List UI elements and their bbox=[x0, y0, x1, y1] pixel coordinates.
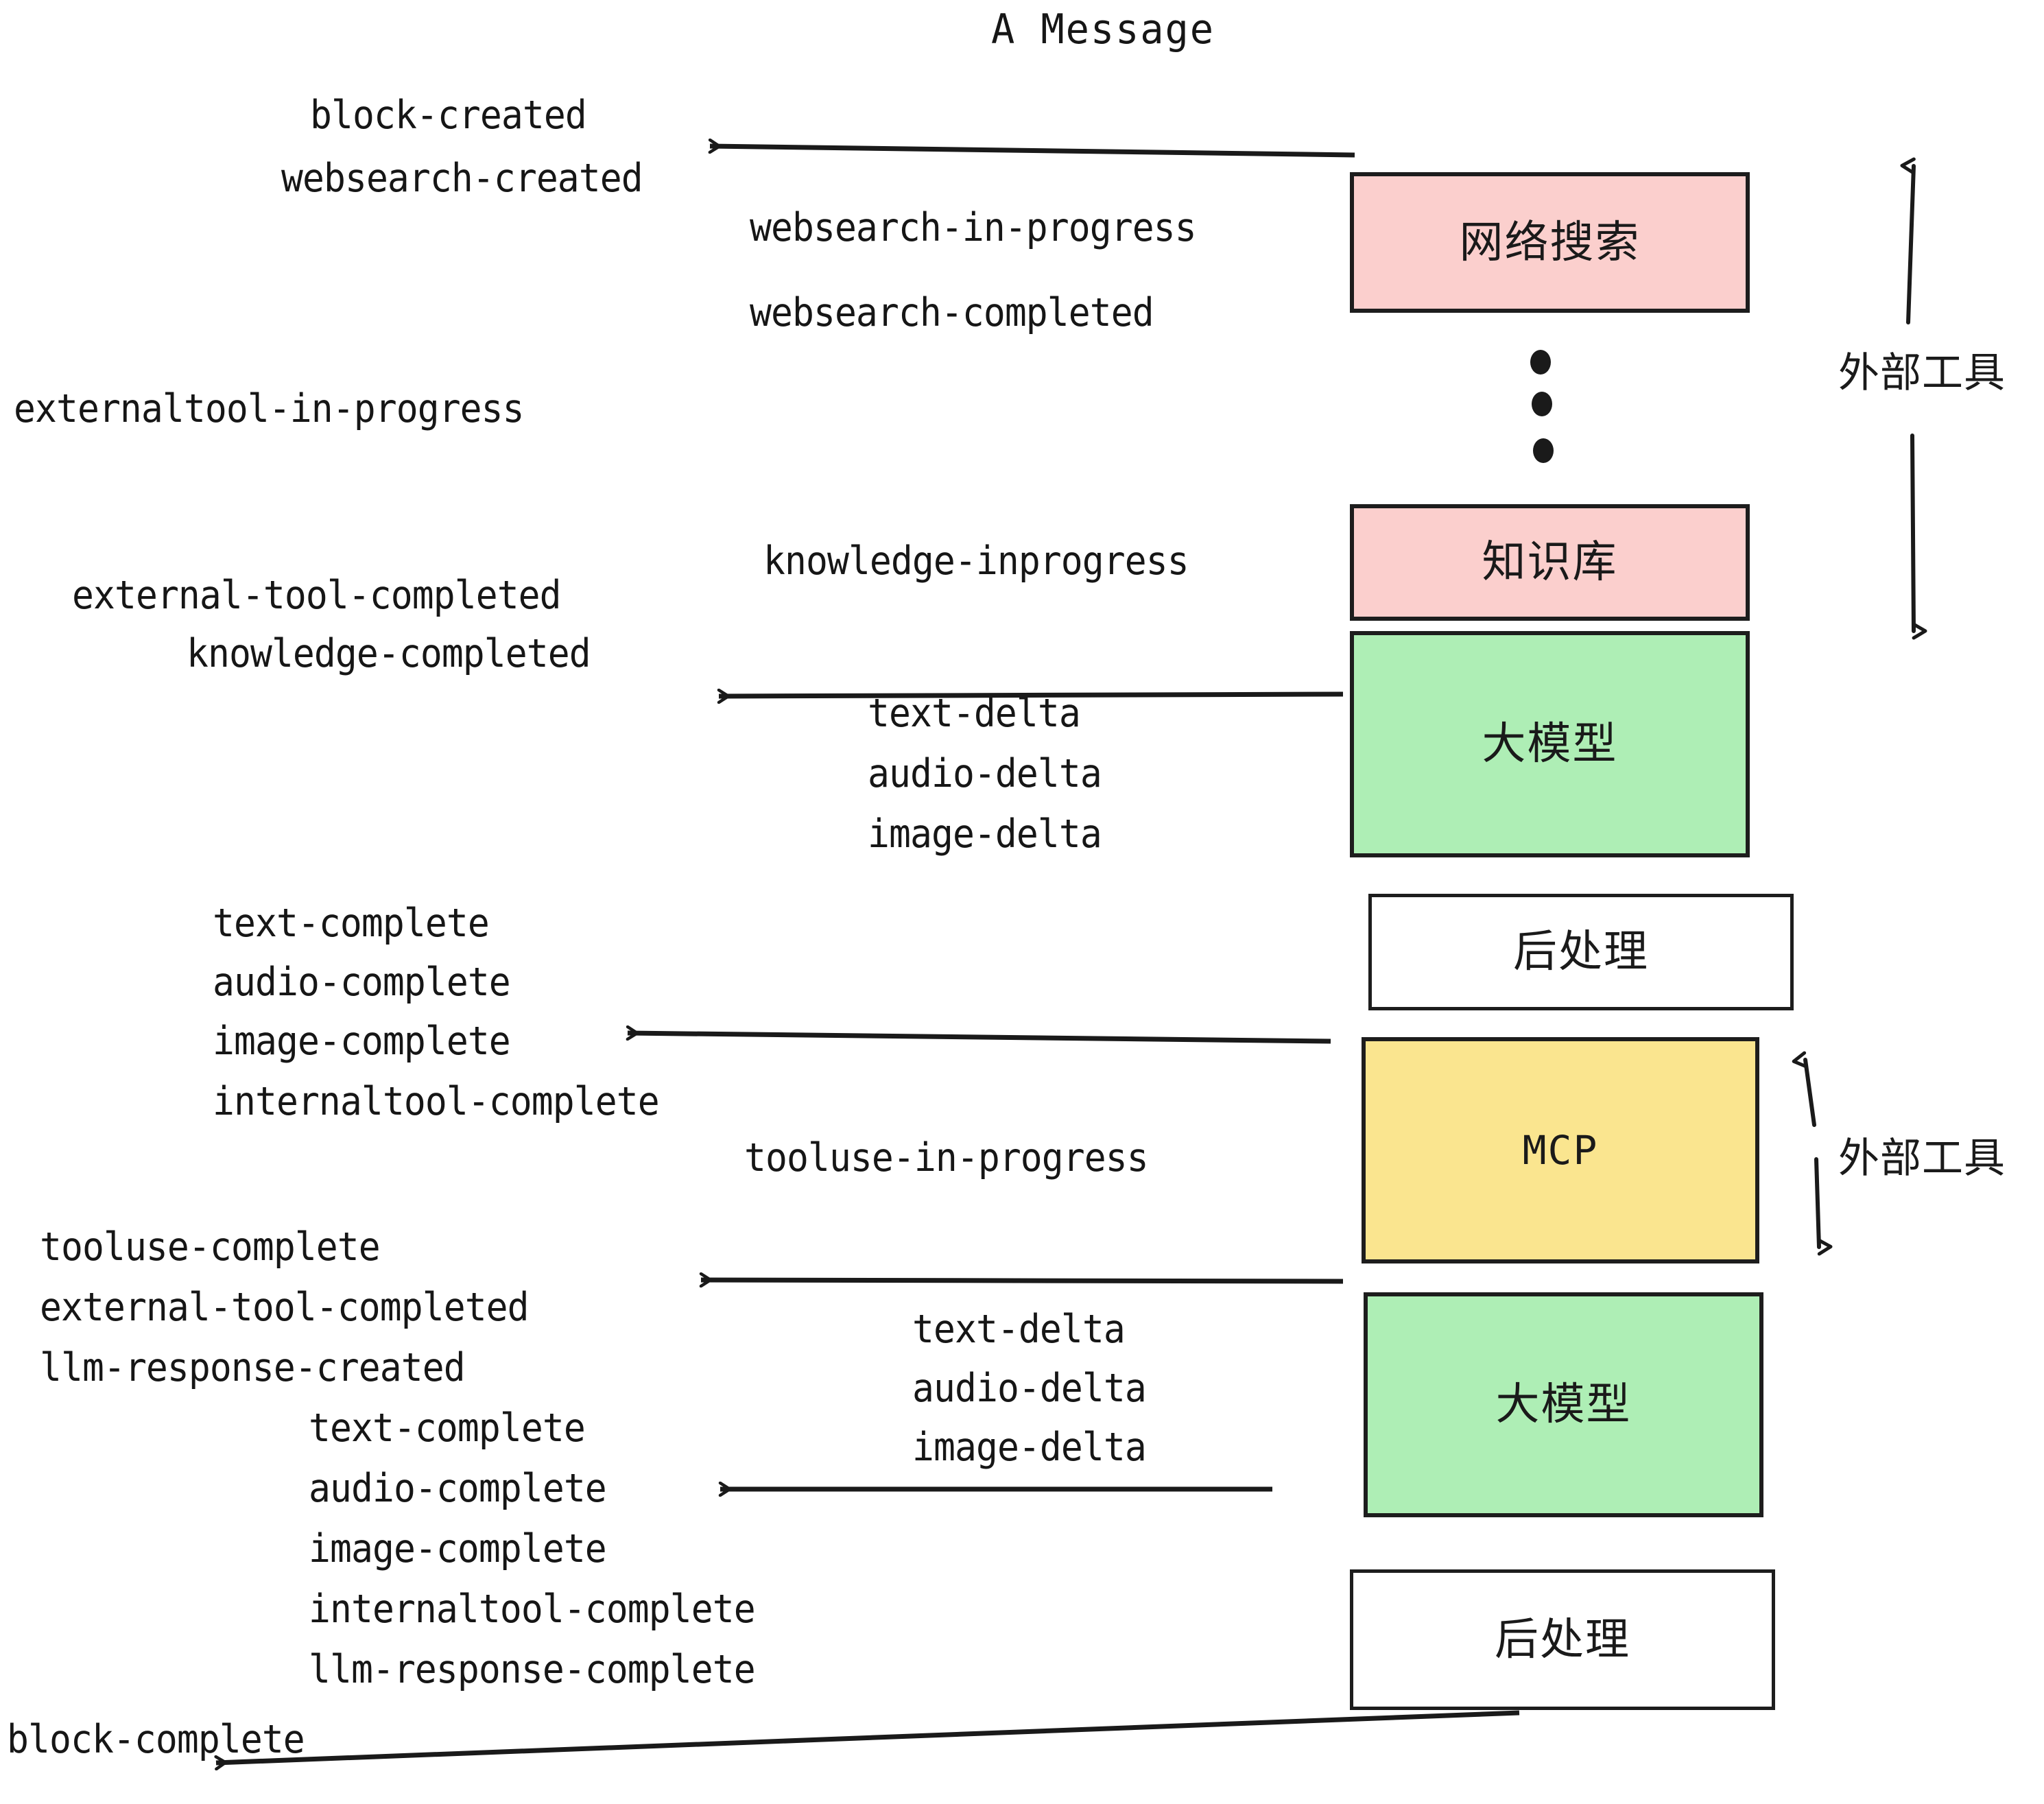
node-box-knowledge[interactable]: 知识库 bbox=[1350, 504, 1750, 621]
event-label-image-delta-2: image-delta bbox=[912, 1425, 1147, 1470]
event-label-tooluse-in-progress: tooluse-in-progress bbox=[744, 1135, 1149, 1180]
arrow-external-tools-bottom-up bbox=[1792, 1051, 1816, 1127]
node-box-websearch[interactable]: 网络搜索 bbox=[1350, 172, 1750, 313]
node-label-websearch: 网络搜索 bbox=[1459, 217, 1641, 268]
node-label-post-bottom: 后处理 bbox=[1495, 1614, 1630, 1665]
node-box-mcp[interactable]: MCP bbox=[1362, 1037, 1759, 1263]
event-label-internaltool-complete-2: internaltool-complete bbox=[309, 1587, 756, 1632]
node-box-llm-top[interactable]: 大模型 bbox=[1350, 631, 1750, 857]
event-label-knowledge-completed: knowledge-completed bbox=[187, 631, 591, 676]
event-label-tooluse-complete: tooluse-complete bbox=[40, 1224, 381, 1270]
event-label-text-complete-2: text-complete bbox=[309, 1405, 586, 1451]
event-label-external-tool-completed: external-tool-completed bbox=[72, 573, 562, 618]
event-label-internaltool-complete-1: internaltool-complete bbox=[213, 1079, 660, 1124]
event-label-image-complete-2: image-complete bbox=[309, 1526, 607, 1571]
event-label-text-delta-2: text-delta bbox=[912, 1307, 1126, 1352]
event-label-knowledge-inprogress: knowledge-inprogress bbox=[763, 538, 1189, 584]
event-label-image-delta-1: image-delta bbox=[868, 811, 1102, 857]
event-label-externaltool-in-progress: externaltool-in-progress bbox=[14, 386, 525, 431]
node-box-llm-bottom[interactable]: 大模型 bbox=[1364, 1292, 1763, 1517]
event-label-llm-response-complete: llm-response-complete bbox=[309, 1647, 756, 1692]
event-label-text-delta-1: text-delta bbox=[868, 691, 1081, 736]
arrow-tooluse-complete bbox=[701, 1280, 1344, 1281]
arrow-external-tools-top-down bbox=[1910, 434, 1927, 640]
event-label-image-complete-1: image-complete bbox=[213, 1019, 511, 1064]
event-label-block-created: block-created bbox=[310, 93, 587, 138]
arrow-image-complete bbox=[628, 1033, 1331, 1044]
node-label-knowledge: 知识库 bbox=[1482, 537, 1618, 588]
event-label-llm-response-created: llm-response-created bbox=[40, 1345, 466, 1390]
arrow-external-tools-bottom-down bbox=[1814, 1157, 1833, 1256]
node-label-llm-bottom: 大模型 bbox=[1495, 1379, 1632, 1430]
event-label-audio-delta-2: audio-delta bbox=[912, 1366, 1147, 1411]
group-label-external-tools-top: 外部工具 bbox=[1838, 349, 2006, 397]
node-box-post-top[interactable]: 后处理 bbox=[1368, 894, 1794, 1010]
event-label-block-complete: block-complete bbox=[7, 1717, 305, 1762]
event-label-websearch-in-progress: websearch-in-progress bbox=[750, 205, 1197, 250]
arrow-block-complete bbox=[216, 1710, 1520, 1763]
vertical-ellipsis bbox=[1530, 350, 1554, 463]
arrow-external-tools-top-up bbox=[1900, 157, 1916, 324]
node-label-mcp: MCP bbox=[1522, 1127, 1599, 1174]
node-label-post-top: 后处理 bbox=[1513, 927, 1649, 977]
event-label-websearch-completed: websearch-completed bbox=[750, 290, 1154, 335]
event-label-websearch-created: websearch-created bbox=[281, 156, 643, 201]
event-label-audio-complete-2: audio-complete bbox=[309, 1466, 607, 1511]
event-label-audio-delta-1: audio-delta bbox=[868, 751, 1102, 796]
page-title: A Message bbox=[991, 5, 1215, 54]
node-box-post-bottom[interactable]: 后处理 bbox=[1350, 1569, 1775, 1710]
arrow-websearch-created bbox=[710, 146, 1355, 158]
event-label-audio-complete-1: audio-complete bbox=[213, 960, 511, 1005]
node-label-llm-top: 大模型 bbox=[1482, 719, 1618, 770]
event-label-text-complete-1: text-complete bbox=[213, 901, 490, 946]
event-label-external-tool-completed-2: external-tool-completed bbox=[40, 1285, 530, 1330]
group-label-external-tools-bottom: 外部工具 bbox=[1838, 1135, 2006, 1183]
